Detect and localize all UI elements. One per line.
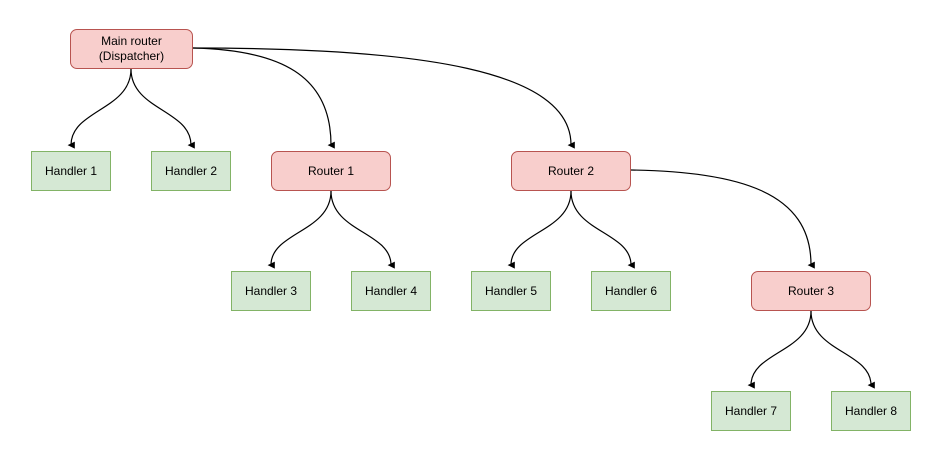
edge-router2-to-router3	[630, 169, 815, 269]
edge-main-to-router2	[192, 47, 575, 149]
node-handler7[interactable]: Handler 7	[711, 391, 791, 431]
edge-router2-to-handler6	[570, 190, 635, 269]
node-handler6[interactable]: Handler 6	[591, 271, 671, 311]
edge-router3-to-handler7	[747, 310, 812, 389]
node-router2[interactable]: Router 2	[511, 151, 631, 191]
node-handler4[interactable]: Handler 4	[351, 271, 431, 311]
node-handler5[interactable]: Handler 5	[471, 271, 551, 311]
edge-router1-to-handler3	[267, 190, 332, 269]
edge-main-to-handler1	[67, 68, 132, 149]
node-handler2[interactable]: Handler 2	[151, 151, 231, 191]
node-handler1[interactable]: Handler 1	[31, 151, 111, 191]
node-router3[interactable]: Router 3	[751, 271, 871, 311]
edge-main-to-router1	[192, 47, 335, 149]
edge-router1-to-handler4	[330, 190, 395, 269]
node-handler3[interactable]: Handler 3	[231, 271, 311, 311]
edge-main-to-handler2	[130, 68, 195, 149]
edge-router3-to-handler8	[810, 310, 875, 389]
edge-group	[67, 47, 875, 389]
edge-router2-to-handler5	[507, 190, 572, 269]
node-handler8[interactable]: Handler 8	[831, 391, 911, 431]
node-router1[interactable]: Router 1	[271, 151, 391, 191]
node-main[interactable]: Main router (Dispatcher)	[70, 29, 193, 69]
